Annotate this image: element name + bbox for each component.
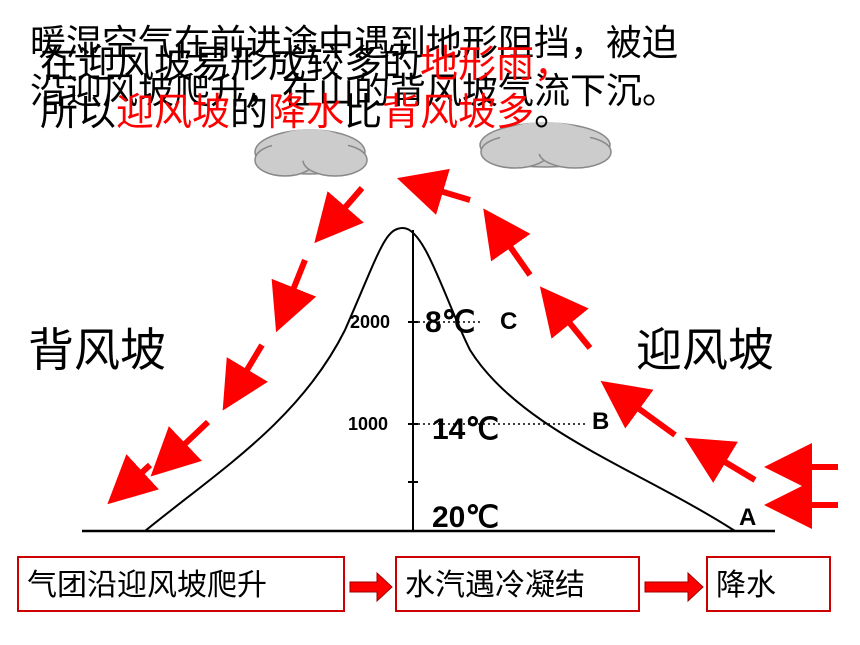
process-step-precipitation: 降水 bbox=[706, 556, 831, 612]
caption-back: 暖湿空气在前进途中遇到地形阻挡，被迫 沿迎风坡爬升，在山的背风坡气流下沉。 bbox=[30, 20, 678, 116]
caption-front-highlight: 背风坡多 bbox=[382, 90, 535, 134]
caption-front-line2: 所以迎风坡的降水比背风坡多。 bbox=[40, 88, 572, 136]
point-a-label: A bbox=[739, 504, 757, 531]
temp-c-label: 8℃ bbox=[425, 306, 476, 339]
caption-back-line2: 沿迎风坡爬升，在山的背风坡气流下沉。 bbox=[30, 71, 679, 112]
altitude-1000-label: 1000 bbox=[348, 414, 389, 434]
caption-front-line1: 在迎风坡易形成较多的地形雨， bbox=[40, 40, 572, 88]
altitude-2000-label: 2000 bbox=[350, 312, 391, 332]
caption-front-text: 。 bbox=[534, 90, 573, 134]
caption-front-highlight: 地形雨 bbox=[420, 42, 535, 86]
temp-b-label: 14℃ bbox=[432, 413, 500, 446]
wind-arrows-sinking bbox=[107, 186, 365, 505]
cloud-left bbox=[254, 129, 368, 177]
point-b-label: B bbox=[592, 408, 610, 435]
caption-front: 在迎风坡易形成较多的地形雨， 所以迎风坡的降水比背风坡多。 bbox=[40, 40, 572, 136]
caption-front-highlight: 降水 bbox=[268, 90, 345, 134]
caption-front-text: 比 bbox=[344, 90, 383, 134]
wind-arrows-rising bbox=[397, 168, 757, 483]
caption-front-text: 的 bbox=[230, 90, 269, 134]
caption-front-punct: ， bbox=[534, 42, 573, 86]
caption-front-text: 所以 bbox=[40, 90, 117, 134]
process-arrows bbox=[349, 571, 704, 603]
caption-front-text: 在迎风坡易形成较多的 bbox=[40, 42, 421, 86]
temp-a-label: 20℃ bbox=[432, 501, 500, 534]
caption-front-highlight: 迎风坡 bbox=[116, 90, 231, 134]
leeward-slope-label: 背风坡 bbox=[28, 323, 166, 377]
point-c-label: C bbox=[500, 308, 518, 335]
mountain-outline bbox=[144, 226, 736, 532]
cloud-right bbox=[479, 122, 612, 169]
process-step-rise: 气团沿迎风坡爬升 bbox=[17, 556, 345, 612]
windward-slope-label: 迎风坡 bbox=[636, 323, 774, 377]
process-step-condense: 水汽遇冷凝结 bbox=[395, 556, 640, 612]
caption-back-line1: 暖湿空气在前进途中遇到地形阻挡，被迫 bbox=[30, 23, 679, 64]
incoming-wind-arrows bbox=[764, 443, 838, 529]
